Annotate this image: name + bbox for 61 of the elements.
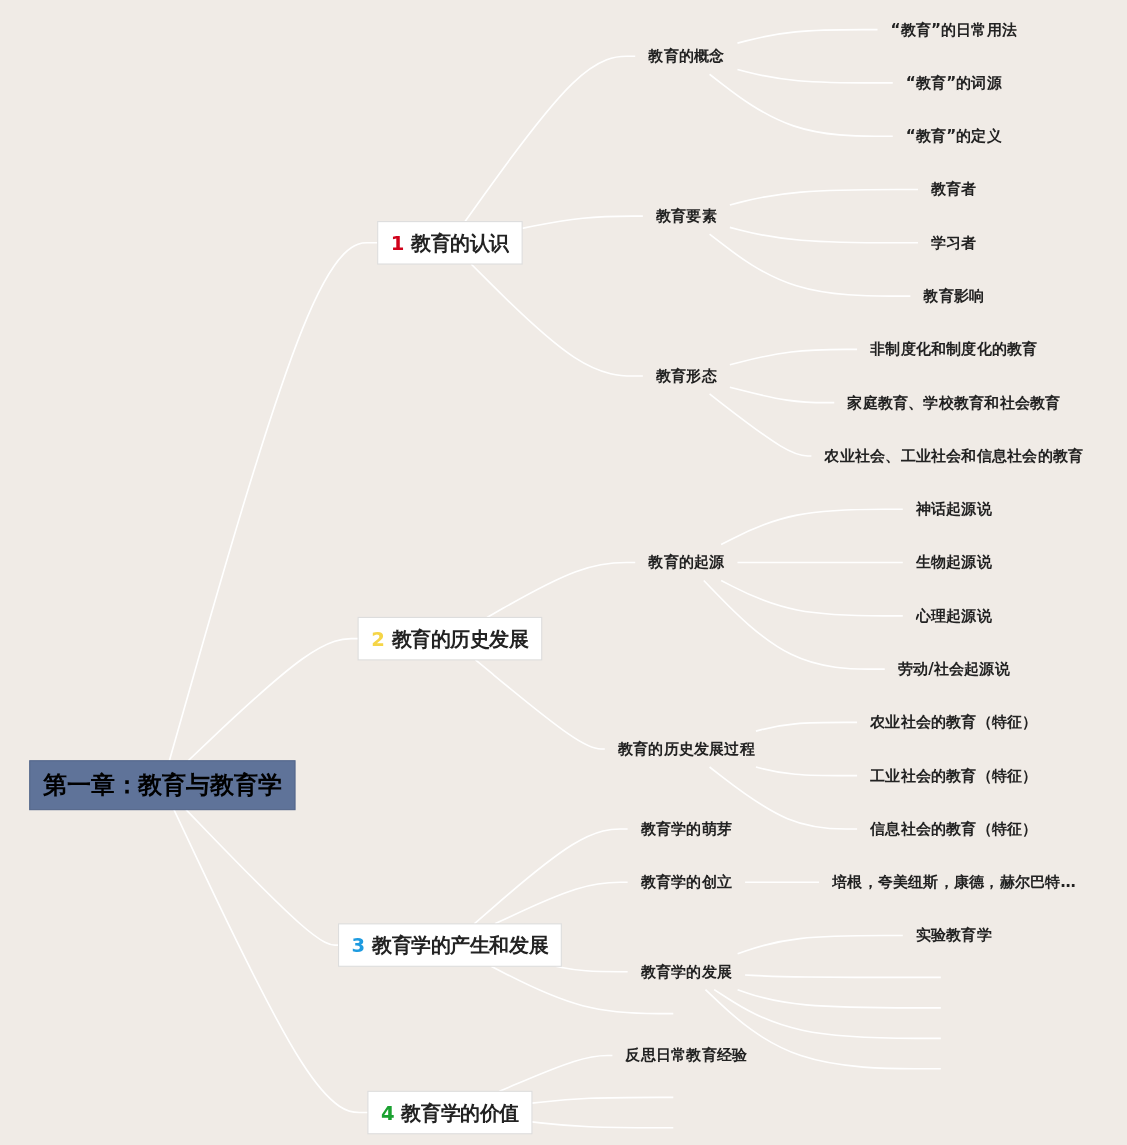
node-text: 教育形态 [656,366,718,384]
connector [755,721,859,732]
connector [709,72,895,137]
node-text: 非制度化和制度化的教育 [870,339,1039,358]
connector [555,964,629,973]
node-text: 教育影响 [923,286,985,304]
connector [709,392,813,457]
connector [713,988,943,1039]
node-text: 教育学的萌芽 [641,819,733,837]
node-box [377,220,524,265]
node-text: 农业社会的教育（特征） [870,712,1039,731]
node-text: 信息社会的教育（特征） [870,819,1039,837]
connector [737,68,895,84]
connector [703,579,887,670]
node-text: 家庭教育、学校教育和社会教育 [847,392,1061,411]
connector [737,28,879,44]
node-box [358,616,543,660]
connector [729,348,859,366]
node-text: 教育的概念 [648,46,725,64]
connector [185,808,340,946]
node-text: 教育的起源 [648,552,725,571]
node-text: 农业社会、工业社会和信息社会的教育 [824,446,1084,464]
node-text: 教育学的发展 [641,961,733,980]
connector [464,55,637,222]
connector [729,385,836,403]
connector [720,579,905,617]
connector [490,964,675,1014]
node-text: 反思日常教育经验 [625,1045,748,1064]
connector [729,226,920,244]
connector [705,988,943,1070]
connector [744,973,943,978]
connector [729,188,920,206]
node-box [338,922,563,967]
connector [473,827,629,925]
connector [709,232,912,297]
node-text: “教育”的定义 [906,126,1003,144]
node-text: 培根，夸美纽斯，康德，赫尔巴特… [832,872,1077,890]
node-text: 工业社会的教育（特征） [870,765,1039,784]
node-text: 实验教育学 [916,925,993,944]
connector [470,262,645,377]
connector [475,658,607,750]
node-text: 心理起源说 [916,606,993,624]
node-text: “教育”的词源 [906,73,1003,91]
node-text: 教育要素 [656,206,718,224]
connector [709,765,859,830]
node-text: 神话起源说 [916,499,993,517]
connector [737,934,905,955]
connector [737,988,943,1009]
node-box [29,759,297,810]
connector [755,765,859,776]
node-text: 学习者 [931,233,978,251]
connector [169,241,379,762]
node-box [367,1090,533,1134]
node-text: 教育学的创立 [641,872,733,890]
connector [494,880,629,925]
node-text: 教育的历史发展过程 [618,739,756,757]
connector [720,507,905,545]
node-text: 教育者 [931,179,978,198]
node-text: “教育”的日常用法 [891,19,1018,38]
node-text: 劳动/社会起源说 [898,659,1011,677]
node-text: 生物起源说 [916,552,993,571]
